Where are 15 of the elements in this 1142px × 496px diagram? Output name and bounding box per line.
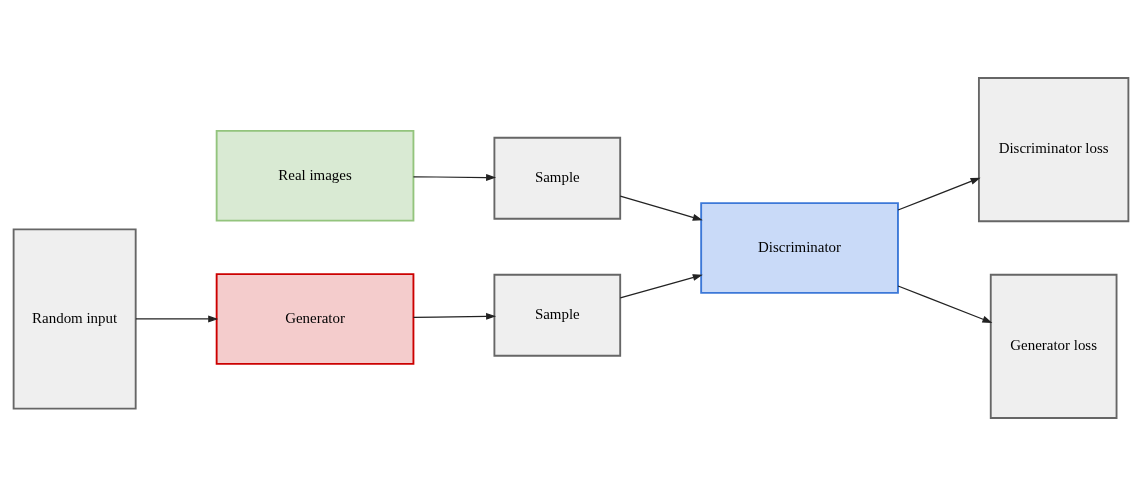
- arrow: [897, 285, 993, 323]
- node-box: Real images: [215, 130, 415, 222]
- node-box: Generator loss: [989, 273, 1118, 419]
- arrow: [412, 174, 497, 181]
- node-box: Sample: [493, 273, 622, 357]
- node-box: Sample: [493, 136, 622, 220]
- arrow: [412, 312, 497, 320]
- node-box: Random input: [12, 228, 137, 410]
- arrow: [619, 195, 703, 221]
- arrow: [135, 315, 219, 323]
- node-box: Discriminator loss: [978, 77, 1130, 223]
- node-box: Discriminator: [700, 202, 899, 294]
- arrow: [897, 177, 981, 211]
- node-box: Generator: [215, 273, 415, 365]
- arrow: [619, 274, 703, 299]
